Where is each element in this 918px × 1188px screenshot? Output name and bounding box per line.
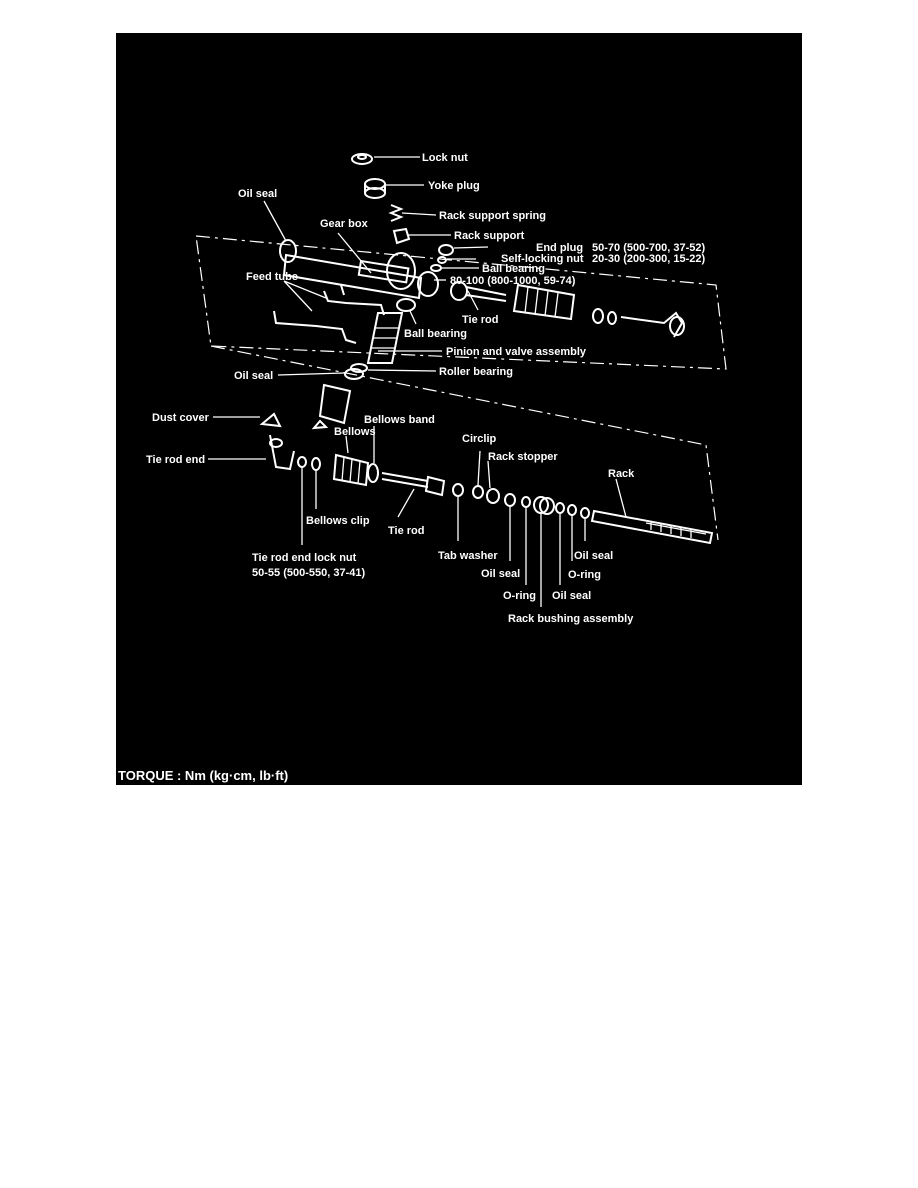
label-end-plug-torque: 50-70 (500-700, 37-52) xyxy=(592,242,705,254)
gear-box-housing xyxy=(279,239,439,300)
tab-washer-part xyxy=(452,483,464,497)
label-rack-stopper: Rack stopper xyxy=(488,451,558,463)
label-rack-support: Rack support xyxy=(454,230,525,242)
roller-bearing-part xyxy=(350,363,368,373)
rack-support-part xyxy=(392,227,411,245)
label-ball-bearing-upper: Ball bearing xyxy=(482,263,545,275)
label-ball-bearing-torque: 80-100 (800-1000, 59-74) xyxy=(450,275,576,287)
label-self-locking-nut: Self-locking nut xyxy=(501,253,584,265)
label-gear-box: Gear box xyxy=(320,218,369,230)
label-circlip: Circlip xyxy=(462,433,497,445)
label-oil-seal-top: Oil seal xyxy=(238,188,277,200)
label-dust-cover: Dust cover xyxy=(152,412,210,424)
assembly-outline xyxy=(195,235,727,541)
label-rack: Rack xyxy=(608,468,635,480)
label-oil-seal-b: Oil seal xyxy=(552,590,591,602)
label-roller-bearing: Roller bearing xyxy=(439,366,513,378)
label-tie-rod-lower: Tie rod xyxy=(388,525,424,537)
bellows-lower-part xyxy=(332,453,370,487)
label-lock-nut: Lock nut xyxy=(422,152,468,164)
label-oil-seal-mid: Oil seal xyxy=(234,370,273,382)
steering-gear-exploded-diagram: Lock nut Yoke plug Oil seal Gear box Rac… xyxy=(116,33,802,785)
self-locking-nut-part xyxy=(437,256,447,264)
feed-tube-part xyxy=(273,284,385,344)
pinion-valve-part xyxy=(366,312,404,364)
label-yoke-plug: Yoke plug xyxy=(428,180,480,192)
label-pinion-valve: Pinion and valve assembly xyxy=(446,346,587,358)
o-ring-a-part xyxy=(521,496,531,508)
label-o-ring-a: O-ring xyxy=(503,590,536,602)
rack-bushing-part xyxy=(533,496,555,515)
end-plug-part xyxy=(438,244,454,256)
label-oil-seal-c: Oil seal xyxy=(574,550,613,562)
bellows-band-upper-part xyxy=(592,308,617,325)
valve-housing-part xyxy=(311,383,352,430)
torque-unit-note: TORQUE : Nm (kg·cm, lb·ft) xyxy=(118,768,289,783)
oil-seal-mid-part xyxy=(344,368,364,380)
label-rack-support-spring: Rack support spring xyxy=(439,210,546,222)
label-tab-washer: Tab washer xyxy=(438,550,498,562)
label-end-plug: End plug xyxy=(536,242,583,254)
oil-seal-c-part xyxy=(580,507,590,519)
rack-part xyxy=(590,509,714,545)
label-tie-rod-end: Tie rod end xyxy=(146,454,205,466)
label-o-ring-b: O-ring xyxy=(568,569,601,581)
label-bellows-clip: Bellows clip xyxy=(306,515,370,527)
circlip-part xyxy=(472,485,484,499)
label-tie-rod-end-lock-nut: Tie rod end lock nut xyxy=(252,552,357,564)
label-oil-seal-a: Oil seal xyxy=(481,568,520,580)
o-ring-b-part xyxy=(567,504,577,516)
dust-cover-part xyxy=(259,412,282,428)
ball-bearing-upper-part xyxy=(430,264,442,272)
bellows-upper-part xyxy=(512,283,576,321)
bellows-band-lower-part xyxy=(367,463,379,483)
label-bellows-band: Bellows band xyxy=(364,414,435,426)
ball-bearing-lower-part xyxy=(396,298,416,312)
tie-rod-upper-part xyxy=(450,281,507,302)
label-bellows: Bellows xyxy=(334,426,376,438)
tie-rod-end-lock-nut-part xyxy=(297,456,307,468)
lock-nut-part xyxy=(351,153,373,165)
bellows-clip-part xyxy=(311,457,321,471)
label-tie-rod-upper: Tie rod xyxy=(462,314,498,326)
label-self-locking-nut-torque: 20-30 (200-300, 15-22) xyxy=(592,253,705,265)
tie-rod-end-upper-part xyxy=(620,311,685,338)
oil-seal-a-part xyxy=(504,493,516,507)
rack-support-spring-part xyxy=(388,204,404,222)
rack-stopper-part xyxy=(486,488,500,504)
yoke-plug-part xyxy=(364,178,386,199)
leader-lines xyxy=(208,156,627,607)
tie-rod-lower-part xyxy=(381,472,446,497)
label-ball-bearing-lower: Ball bearing xyxy=(404,328,467,340)
label-rack-bushing-assembly: Rack bushing assembly xyxy=(508,613,634,625)
label-tie-rod-end-lock-nut-torque: 50-55 (500-550, 37-41) xyxy=(252,567,365,579)
tie-rod-end-lower-part xyxy=(269,434,295,471)
label-feed-tube: Feed tube xyxy=(246,271,298,283)
diagram-canvas: Lock nut Yoke plug Oil seal Gear box Rac… xyxy=(146,152,727,625)
oil-seal-b-part xyxy=(555,502,565,514)
